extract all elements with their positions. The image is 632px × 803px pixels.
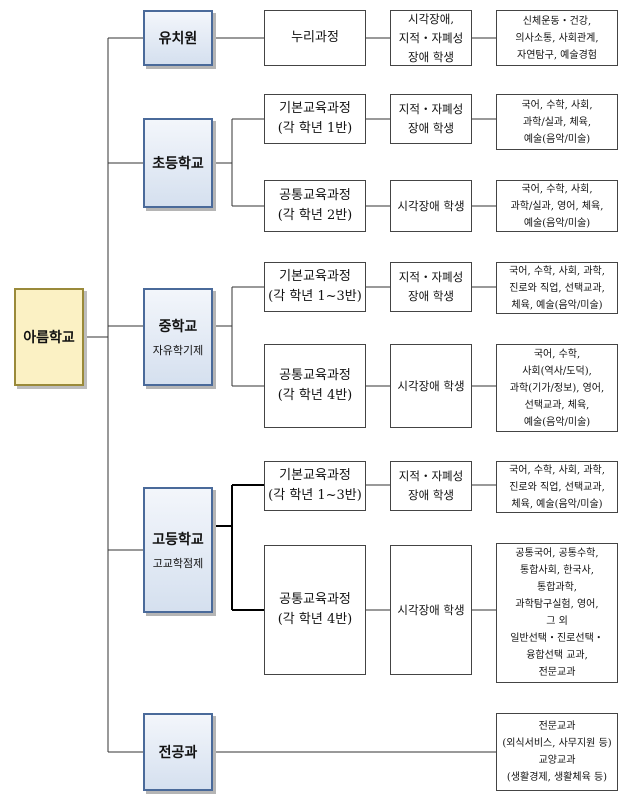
subjects-box: 공통국어, 공통수학, 통합사회, 한국사, 통합과학, 과학탐구실험, 영어,…	[496, 543, 618, 683]
school-name: 전공과	[158, 745, 198, 761]
course-box: 누리과정	[264, 10, 366, 66]
subject-line: (외식서비스, 사무지원 등)	[502, 738, 612, 749]
target-line: 지적・자폐성	[398, 270, 464, 284]
subjects-box: 국어, 수학, 사회, 과학, 진로와 직업, 선택교과, 체육, 예술(음악/…	[496, 461, 618, 513]
course-box: 기본교육과정 (각 학년 1~3반)	[264, 461, 366, 511]
subject-line: 의사소통, 사회관계,	[515, 32, 599, 44]
subject-line: 교양교과	[538, 755, 576, 766]
course-box: 공통교육과정 (각 학년 4반)	[264, 545, 366, 675]
course-line: (각 학년 2반)	[277, 208, 353, 223]
school-high: 고등학교 고교학점제	[143, 487, 213, 613]
target-line: 시각장애,	[408, 11, 454, 26]
subject-line: 진로와 직업, 선택교과,	[509, 481, 605, 493]
subject-line: (생활경제, 생활체육 등)	[506, 772, 608, 783]
target-students-box: 시각장애 학생	[390, 180, 472, 232]
subject-line: 국어, 수학, 사회,	[521, 183, 593, 195]
subject-line: 과학(기가/정보), 영어,	[509, 382, 605, 394]
target-line: 시각장애 학생	[397, 602, 465, 617]
subject-line: 국어, 수학,	[533, 348, 581, 360]
course-line: 공통교육과정	[279, 188, 351, 203]
subjects-box: 국어, 수학, 사회, 과학, 진로와 직업, 선택교과, 체육, 예술(음악/…	[496, 262, 618, 314]
subject-line: 신체운동・건강,	[522, 15, 592, 27]
course-line: 공통교육과정	[279, 592, 351, 607]
subject-line: 자연탐구, 예술경험	[517, 49, 597, 61]
school-major: 전공과	[143, 713, 213, 791]
school-kindergarten: 유치원	[143, 10, 213, 66]
target-students-box: 시각장애 학생	[390, 545, 472, 675]
school-name: 고등학교	[152, 532, 204, 548]
subject-line: 국어, 수학, 사회, 과학,	[509, 265, 605, 277]
subject-line: 전문교과	[538, 667, 576, 678]
subject-line: 국어, 수학, 사회, 과학,	[509, 464, 605, 476]
subject-line: 그 외	[546, 616, 568, 627]
subject-line: 국어, 수학, 사회,	[521, 99, 593, 111]
subject-line: 통합사회, 한국사,	[520, 565, 594, 576]
subjects-box: 국어, 수학, 사회, 과학/실과, 체육, 예술(음악/미술)	[496, 94, 618, 150]
target-students-box: 지적・자폐성 장애 학생	[390, 262, 472, 312]
subject-line: 일반선택・진로선택・	[510, 633, 604, 644]
target-line: 지적・자폐성	[398, 469, 464, 483]
course-line: (각 학년 1~3반)	[268, 289, 362, 304]
course-line: 공통교육과정	[279, 368, 351, 383]
course-line: 기본교육과정	[279, 468, 351, 483]
subjects-box: 전문교과 (외식서비스, 사무지원 등) 교양교과 (생활경제, 생활체육 등)	[496, 713, 618, 791]
target-line: 시각장애 학생	[397, 198, 465, 213]
school-sub-label: 자유학기제	[152, 344, 204, 357]
target-line: 장애 학생	[408, 49, 454, 64]
subject-line: 사회(역사/도덕),	[522, 365, 592, 377]
school-name: 초등학교	[152, 156, 204, 172]
course-line: 누리과정	[291, 30, 339, 45]
target-students-box: 시각장애, 지적・자폐성 장애 학생	[390, 10, 472, 66]
subject-line: 예술(음악/미술)	[523, 217, 591, 229]
root-school-box: 아름학교	[14, 288, 84, 386]
target-line: 장애 학생	[408, 289, 454, 303]
school-name: 유치원	[158, 31, 198, 47]
subject-line: 과학/실과, 영어, 체육,	[510, 200, 604, 212]
subject-line: 체육, 예술(음악/미술)	[511, 299, 603, 311]
target-line: 장애 학생	[408, 488, 454, 502]
subject-line: 예술(음악/미술)	[523, 133, 591, 145]
target-students-box: 지적・자폐성 장애 학생	[390, 94, 472, 144]
school-middle: 중학교 자유학기제	[143, 288, 213, 386]
subjects-box: 국어, 수학, 사회, 과학/실과, 영어, 체육, 예술(음악/미술)	[496, 180, 618, 232]
target-line: 장애 학생	[408, 121, 454, 135]
subject-line: 선택교과, 체육,	[524, 399, 590, 411]
course-box: 기본교육과정 (각 학년 1반)	[264, 94, 366, 144]
subject-line: 공통국어, 공통수학,	[515, 548, 599, 559]
subject-line: 체육, 예술(음악/미술)	[511, 498, 603, 510]
course-line: (각 학년 4반)	[277, 612, 353, 627]
subject-line: 융합선택 교과,	[526, 650, 588, 661]
course-box: 공통교육과정 (각 학년 2반)	[264, 180, 366, 232]
course-box: 기본교육과정 (각 학년 1~3반)	[264, 262, 366, 312]
target-line: 지적・자폐성	[398, 102, 464, 116]
school-elementary: 초등학교	[143, 118, 213, 208]
course-line: 기본교육과정	[279, 101, 351, 116]
target-line: 시각장애 학생	[397, 378, 465, 393]
root-label: 아름학교	[23, 330, 75, 346]
school-sub-label: 고교학점제	[152, 557, 204, 570]
subject-line: 과학탐구실험, 영어,	[515, 599, 599, 610]
course-line: (각 학년 1~3반)	[268, 488, 362, 503]
subject-line: 통합과학,	[537, 582, 577, 593]
subject-line: 진로와 직업, 선택교과,	[509, 282, 605, 294]
school-name: 중학교	[158, 319, 198, 335]
target-line: 지적・자폐성	[398, 30, 464, 45]
subject-line: 전문교과	[538, 721, 576, 732]
subjects-box: 신체운동・건강, 의사소통, 사회관계, 자연탐구, 예술경험	[496, 10, 618, 66]
course-line: (각 학년 1반)	[277, 121, 353, 136]
subject-line: 예술(음악/미술)	[523, 416, 591, 428]
course-box: 공통교육과정 (각 학년 4반)	[264, 344, 366, 428]
subjects-box: 국어, 수학, 사회(역사/도덕), 과학(기가/정보), 영어, 선택교과, …	[496, 344, 618, 432]
course-line: 기본교육과정	[279, 269, 351, 284]
course-line: (각 학년 4반)	[277, 388, 353, 403]
target-students-box: 지적・자폐성 장애 학생	[390, 461, 472, 511]
target-students-box: 시각장애 학생	[390, 344, 472, 428]
subject-line: 과학/실과, 체육,	[522, 116, 592, 128]
